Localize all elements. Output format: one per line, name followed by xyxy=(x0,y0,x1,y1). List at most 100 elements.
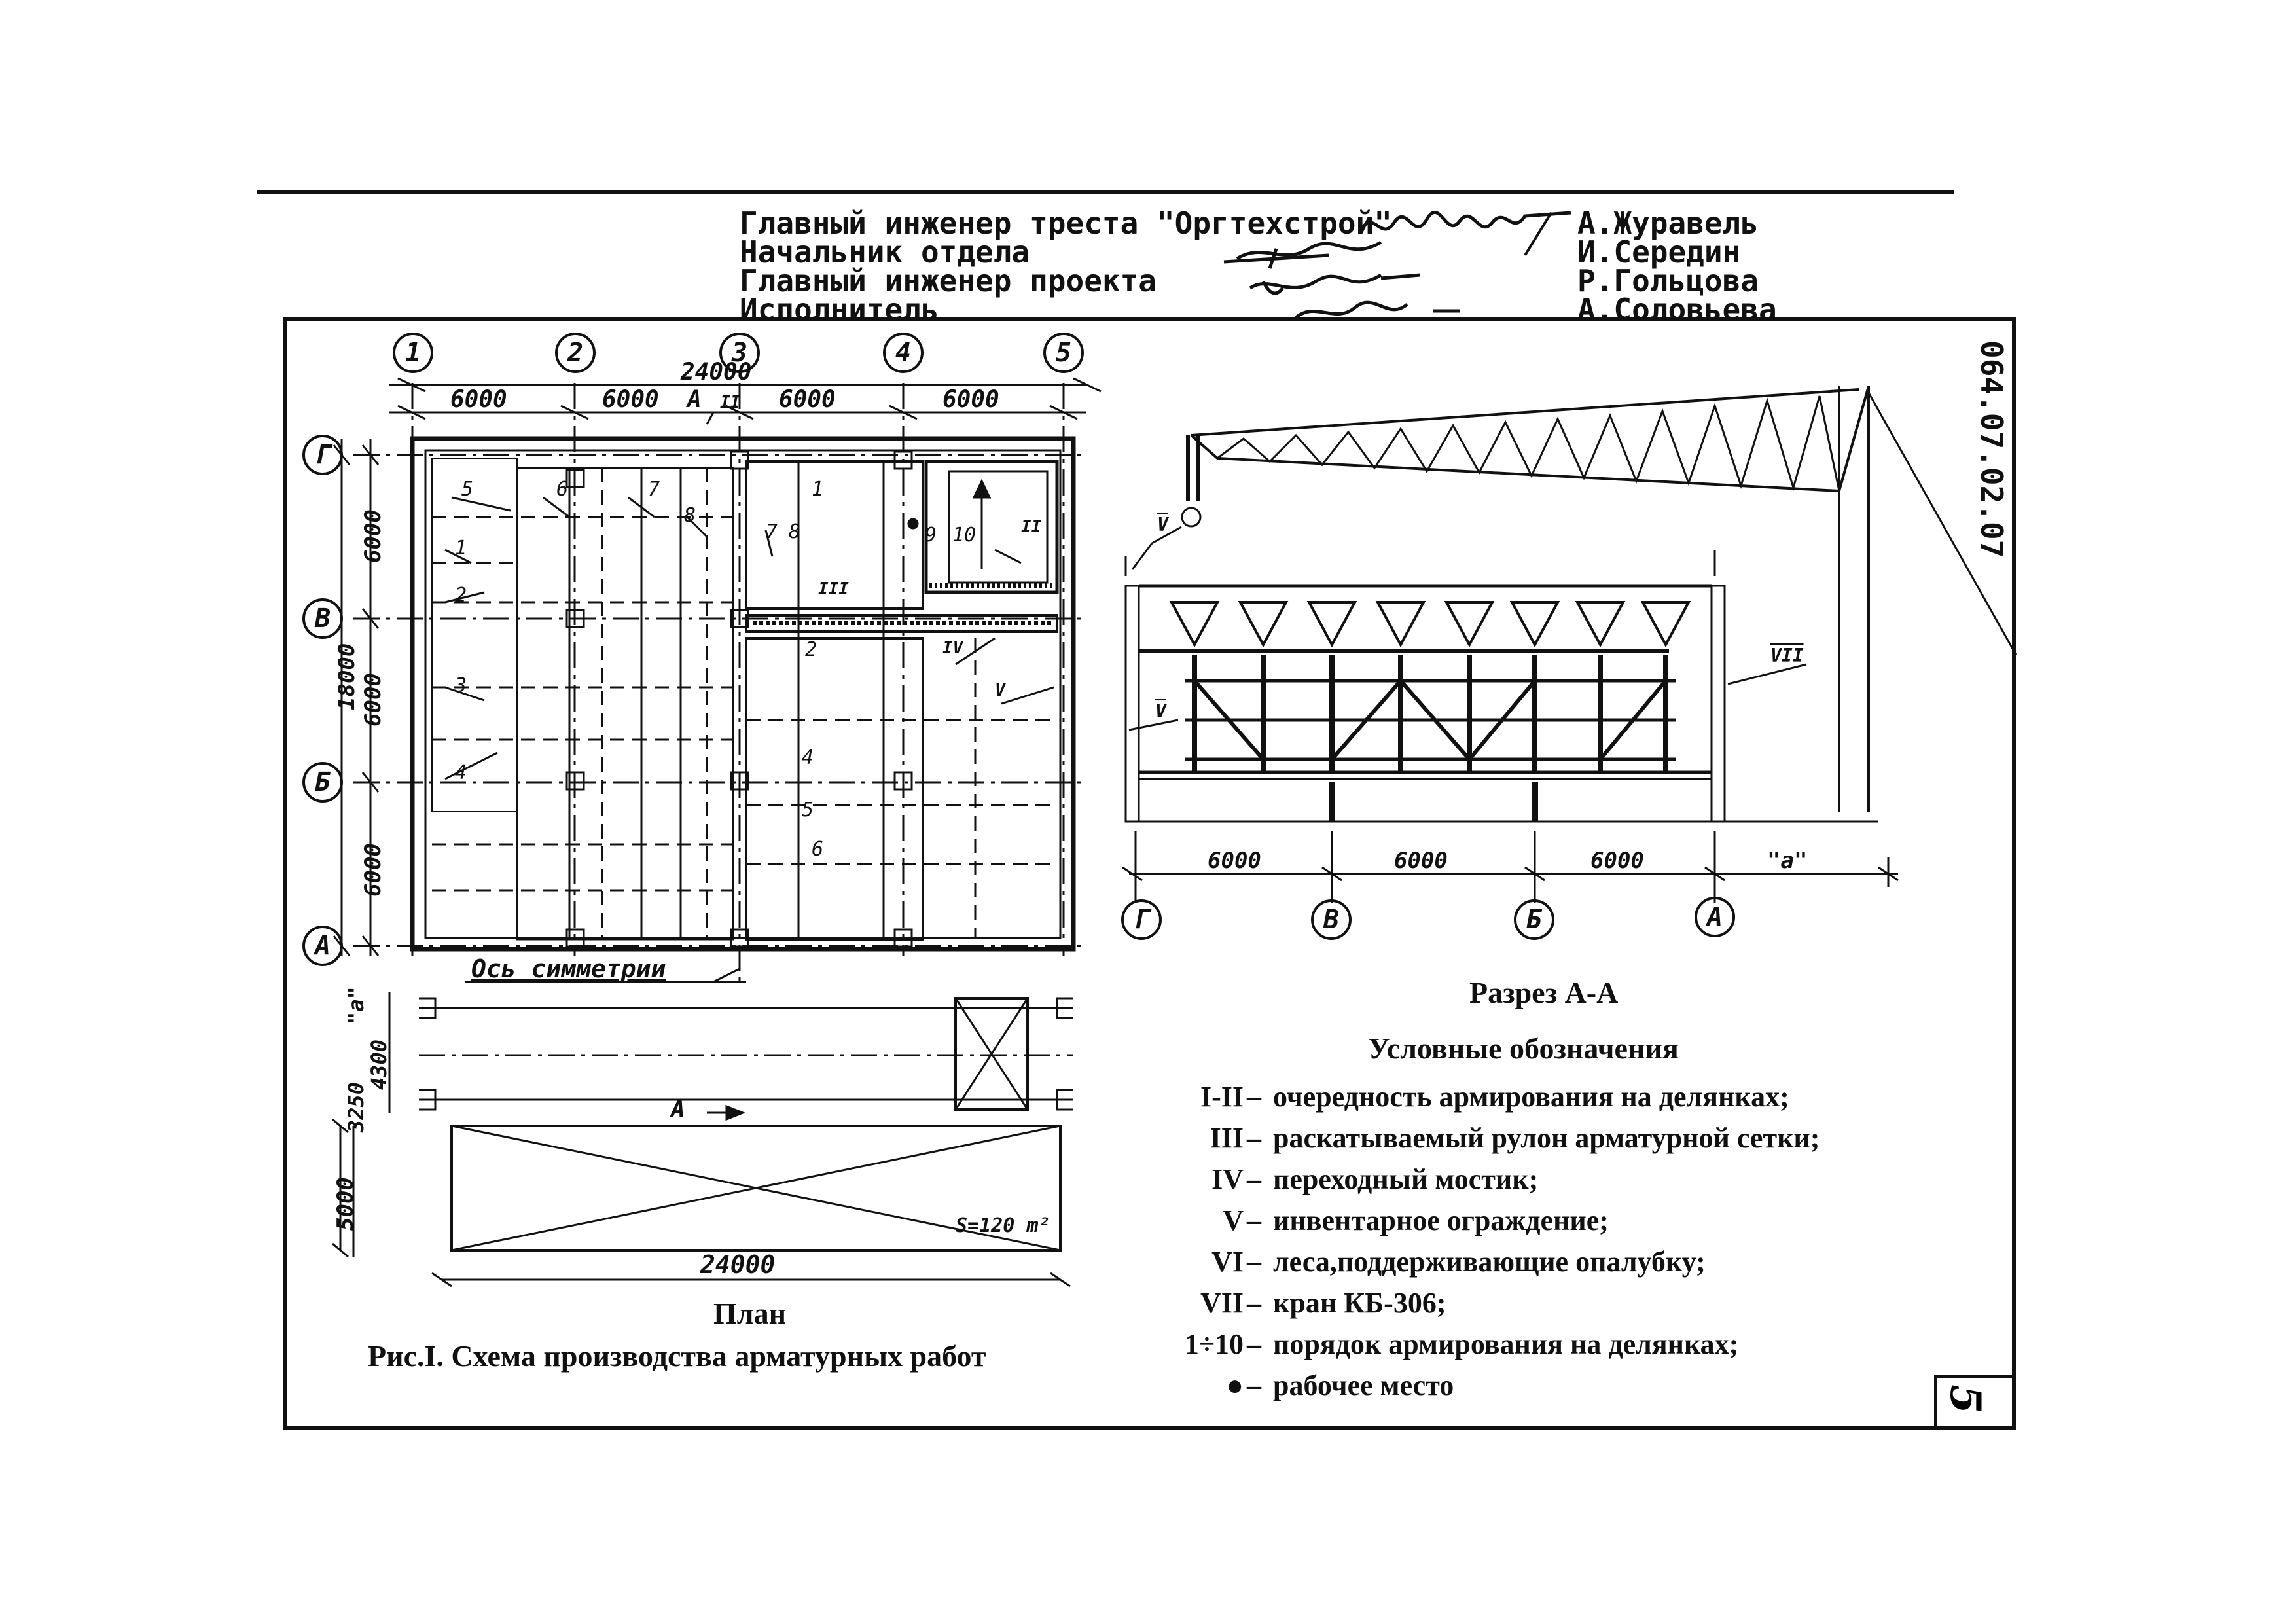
axis-marker xyxy=(1311,899,1352,940)
zone-number: 4 xyxy=(802,746,814,769)
dimension-label: "а" xyxy=(1767,848,1808,874)
signature-role: Главный инженер проекта xyxy=(740,263,1157,298)
dimension-label: 18000 xyxy=(334,643,360,710)
zone-number: 6 xyxy=(812,838,824,861)
section-mark: А xyxy=(671,1096,685,1123)
signature-name: Р.Гольцова xyxy=(1577,263,1759,298)
zone-number: 8 xyxy=(684,504,696,527)
dimension-label: 6000 xyxy=(942,386,999,413)
dimension-label: 6000 xyxy=(779,386,836,413)
zone-number: 7 xyxy=(648,478,660,501)
header-rule xyxy=(257,190,1954,194)
axis-label: В xyxy=(314,604,331,634)
dimension-label: 4300 xyxy=(367,1039,391,1090)
dimension-label: 6000 xyxy=(602,386,659,413)
legend-heading: Условные обозначения xyxy=(1368,1032,1679,1065)
axis-label: Б xyxy=(314,767,331,797)
axis-label: 4 xyxy=(895,338,912,368)
zone-number: 2 xyxy=(805,638,817,661)
handwritten-signatures xyxy=(1223,211,1571,319)
axis-label: А xyxy=(314,931,331,961)
section-title: Разрез А-А xyxy=(1469,976,1619,1009)
roman-mark: V xyxy=(995,681,1005,700)
axis-label: Б xyxy=(1526,905,1543,935)
dimension-label: "а" xyxy=(344,986,368,1024)
zone-number: 10 xyxy=(952,524,977,547)
axis-marker xyxy=(302,435,343,475)
dimension-label: 6000 xyxy=(450,386,507,413)
legend-symbol: V xyxy=(1223,1204,1244,1236)
legend-text: инвентарное ограждение; xyxy=(1273,1204,1609,1236)
zone-number: 3 xyxy=(455,674,467,697)
roman-mark: III xyxy=(818,579,849,599)
signature-role: Начальник отдела xyxy=(740,234,1030,270)
axis-marker xyxy=(1514,899,1554,940)
axis-label: 3 xyxy=(731,338,748,368)
legend-text: очередность армирования на делянках; xyxy=(1273,1081,1789,1113)
axis-marker xyxy=(393,333,433,373)
zone-number: 5 xyxy=(802,799,814,821)
roman-mark: VII xyxy=(1770,645,1804,666)
signature-name: И.Середин xyxy=(1577,234,1741,270)
figure-caption: Рис.I. Схема производства арматурных раб… xyxy=(368,1339,986,1373)
axis-marker xyxy=(883,333,924,373)
dimension-label: 24000 xyxy=(681,359,752,386)
legend-text: леса,поддерживающие опалубку; xyxy=(1273,1246,1706,1278)
legend-text: порядок армирования на делянках; xyxy=(1273,1328,1739,1360)
signature-role: Главный инженер треста "Оргтехстрой" xyxy=(740,206,1392,241)
axis-label: 1 xyxy=(404,338,422,368)
dimension-label: 6000 xyxy=(1394,848,1448,874)
axis-label: 2 xyxy=(567,338,584,368)
plan-drawing xyxy=(332,377,1102,1121)
roman-mark: V xyxy=(1157,514,1168,535)
section-drawing xyxy=(1122,386,2017,903)
legend-text: кран КБ-306; xyxy=(1273,1287,1446,1319)
legend-dash: – xyxy=(1247,1287,1261,1319)
axis-label: 5 xyxy=(1055,338,1072,368)
page-number-box xyxy=(1934,1375,2013,1430)
legend-dash: – xyxy=(1247,1163,1261,1195)
legend-dash: – xyxy=(1247,1122,1261,1154)
legend-symbol: IV xyxy=(1211,1163,1244,1195)
legend-symbol: I-II xyxy=(1200,1081,1244,1113)
legend-symbol: VII xyxy=(1200,1287,1244,1319)
dimension-label: 6000 xyxy=(1590,848,1644,874)
axis-marker xyxy=(302,762,343,803)
zone-number: 2 xyxy=(455,584,467,607)
plan-title: План xyxy=(713,1297,787,1330)
roman-mark: II xyxy=(1021,517,1042,537)
zone-number: 6 xyxy=(556,478,569,501)
legend-dash: – xyxy=(1247,1328,1261,1360)
zone-number: 1 xyxy=(812,478,824,501)
legend-text: переходный мостик; xyxy=(1273,1163,1539,1195)
axis-marker xyxy=(719,333,760,373)
zone-number: 1 xyxy=(455,537,467,560)
legend-symbol: III xyxy=(1210,1122,1244,1154)
page-number: 5 xyxy=(1940,1384,1990,1414)
drawing-frame xyxy=(283,317,2016,1430)
axis-marker xyxy=(1043,333,1084,373)
legend-symbol: ● xyxy=(1226,1369,1244,1401)
axis-marker xyxy=(555,333,596,373)
legend-dash: – xyxy=(1247,1369,1261,1401)
dimension-label: 3250 xyxy=(344,1081,368,1132)
legend-text: раскатываемый рулон арматурной сетки; xyxy=(1273,1122,1820,1154)
axis-label: Г xyxy=(314,440,331,470)
roman-mark: II xyxy=(720,393,741,412)
legend-symbol: 1÷10 xyxy=(1184,1328,1244,1360)
axis-label: Г xyxy=(1133,905,1150,935)
dimension-label: 24000 xyxy=(700,1250,776,1279)
zone-number: 7 xyxy=(766,520,778,543)
axis-marker xyxy=(1121,899,1162,940)
axis-label: А xyxy=(1706,902,1723,932)
axis-marker xyxy=(1695,897,1735,937)
legend-dash: – xyxy=(1247,1246,1261,1278)
legend-dash: – xyxy=(1247,1081,1261,1113)
dimension-label: 6000 xyxy=(360,509,386,563)
legend-symbol: VI xyxy=(1211,1246,1244,1278)
symmetry-axis-label: Ось симметрии xyxy=(471,954,666,983)
axis-marker xyxy=(302,926,343,966)
zone-number: 8 xyxy=(789,520,801,543)
legend-text: рабочее место xyxy=(1273,1369,1454,1401)
